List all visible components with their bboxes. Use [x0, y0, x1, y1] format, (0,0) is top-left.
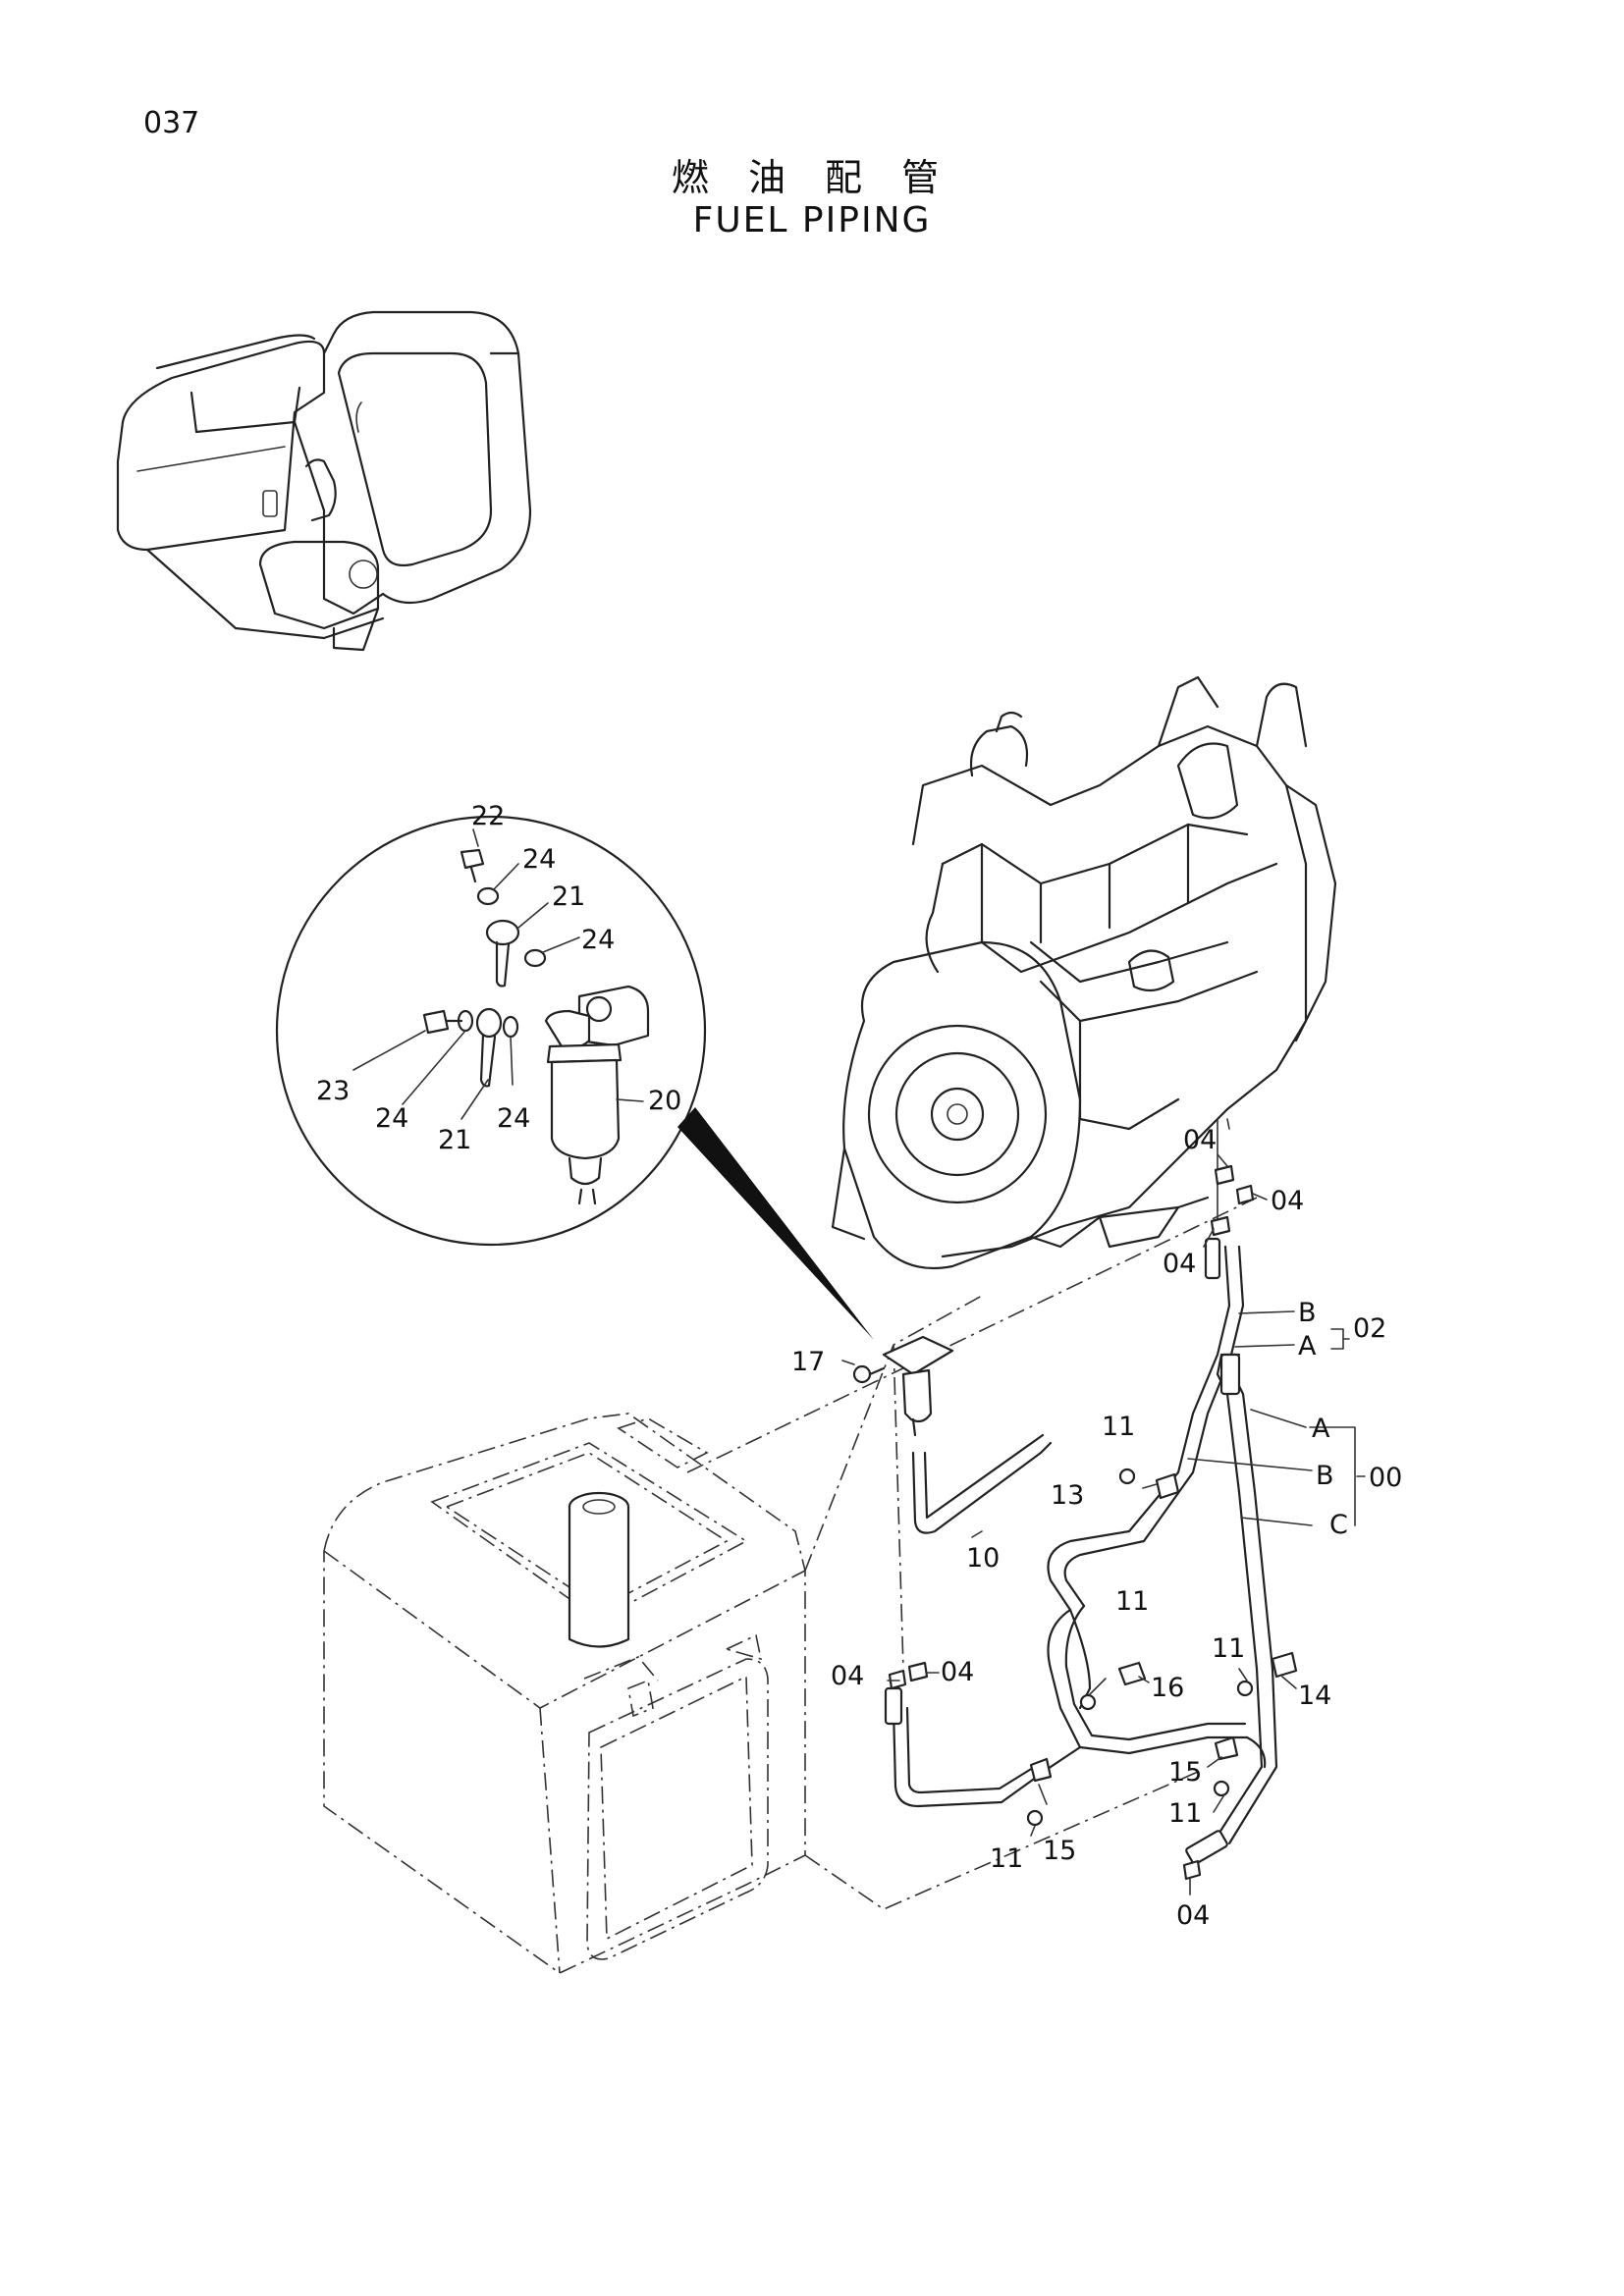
callout-21: 21 [552, 881, 585, 912]
callout-04: 04 [1183, 1125, 1217, 1155]
callout-23: 23 [316, 1076, 350, 1106]
callout-02: 02 [1353, 1313, 1386, 1344]
callout-17: 17 [791, 1347, 825, 1377]
callout-24: 24 [375, 1103, 408, 1134]
title-chinese: 燃 油 配 管 [671, 156, 953, 199]
fuel-tank-illustration [323, 1197, 1258, 1974]
callout-04: 04 [1163, 1249, 1196, 1279]
title-english: FUEL PIPING [692, 200, 932, 240]
callout-B: B [1316, 1461, 1334, 1491]
callout-11: 11 [990, 1843, 1023, 1874]
callout-B: B [1298, 1298, 1317, 1328]
fuel-hoses [884, 1164, 1298, 1881]
filter-detail-magnified-view [275, 815, 874, 1340]
callout-15: 15 [1043, 1836, 1076, 1866]
callout-11: 11 [1115, 1586, 1149, 1617]
callout-21: 21 [438, 1125, 471, 1155]
callout-20: 20 [648, 1086, 681, 1116]
callout-13: 13 [1051, 1480, 1084, 1511]
callout-16: 16 [1151, 1673, 1184, 1703]
excavator-overview-illustration [116, 310, 532, 652]
callout-04: 04 [831, 1661, 864, 1691]
callout-11: 11 [1168, 1798, 1202, 1829]
callout-A: A [1312, 1414, 1330, 1444]
callout-11: 11 [1212, 1633, 1245, 1664]
engine-illustration [831, 675, 1337, 1270]
callout-15: 15 [1168, 1757, 1202, 1788]
callout-24: 24 [497, 1103, 530, 1134]
callout-04: 04 [941, 1657, 974, 1687]
callout-C: C [1329, 1510, 1348, 1540]
callout-14: 14 [1298, 1681, 1331, 1711]
fuel-filter-mounted [852, 1335, 1053, 1534]
callout-11: 11 [1102, 1412, 1135, 1442]
leader-pointer [677, 1107, 874, 1340]
callout-04: 04 [1176, 1900, 1210, 1931]
callout-22: 22 [471, 801, 505, 831]
callout-10: 10 [966, 1543, 1000, 1574]
callout-24: 24 [581, 925, 615, 955]
callout-A: A [1298, 1331, 1317, 1362]
page-number: 037 [143, 106, 200, 140]
callout-00: 00 [1369, 1463, 1402, 1493]
callout-labels: 22 24 21 24 23 24 21 24 20 04 04 04 B A … [316, 801, 1402, 1931]
callout-leaders [841, 1153, 1366, 1896]
callout-04: 04 [1271, 1186, 1304, 1216]
callout-24: 24 [522, 844, 556, 875]
